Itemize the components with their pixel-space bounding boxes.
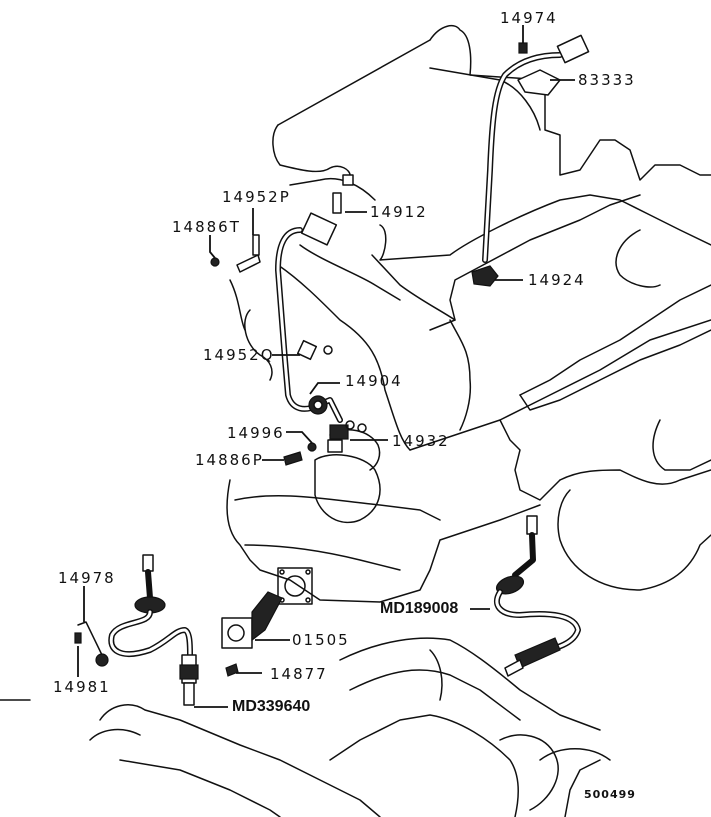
part-label-14978[interactable]: 14978 [58, 569, 116, 587]
part-label-14974[interactable]: 14974 [500, 9, 558, 27]
part-label-14886P[interactable]: 14886P [195, 451, 264, 469]
part-label-14952Q[interactable]: 14952Q [203, 346, 275, 364]
part-label-14996[interactable]: 14996 [227, 424, 285, 442]
small-brackets [210, 174, 367, 466]
part-label-14886T[interactable]: 14886T [172, 218, 241, 236]
knock-sensor-harness [471, 34, 590, 287]
part-label-01505[interactable]: 01505 [292, 631, 350, 649]
sensor-01505 [221, 591, 283, 677]
rear-o2-sensor-left [108, 554, 199, 706]
figure-number: 500499 [584, 788, 636, 801]
part-label-14912[interactable]: 14912 [370, 203, 428, 221]
engine-block-outline [0, 24, 711, 817]
front-o2-harness [275, 212, 349, 453]
part-label-MD339640[interactable]: MD339640 [232, 698, 311, 715]
part-label-MD189008[interactable]: MD189008 [380, 600, 459, 617]
leader-lines [77, 25, 575, 708]
part-label-14932[interactable]: 14932 [392, 432, 450, 450]
part-label-14877[interactable]: 14877 [270, 665, 328, 683]
part-label-14981[interactable]: 14981 [53, 678, 111, 696]
rear-o2-sensor-right [493, 515, 581, 677]
part-label-14924[interactable]: 14924 [528, 271, 586, 289]
part-label-14904[interactable]: 14904 [345, 372, 403, 390]
part-label-83333[interactable]: 83333 [578, 71, 636, 89]
part-label-14952P[interactable]: 14952P [222, 188, 291, 206]
bracket-14978 [74, 621, 109, 667]
